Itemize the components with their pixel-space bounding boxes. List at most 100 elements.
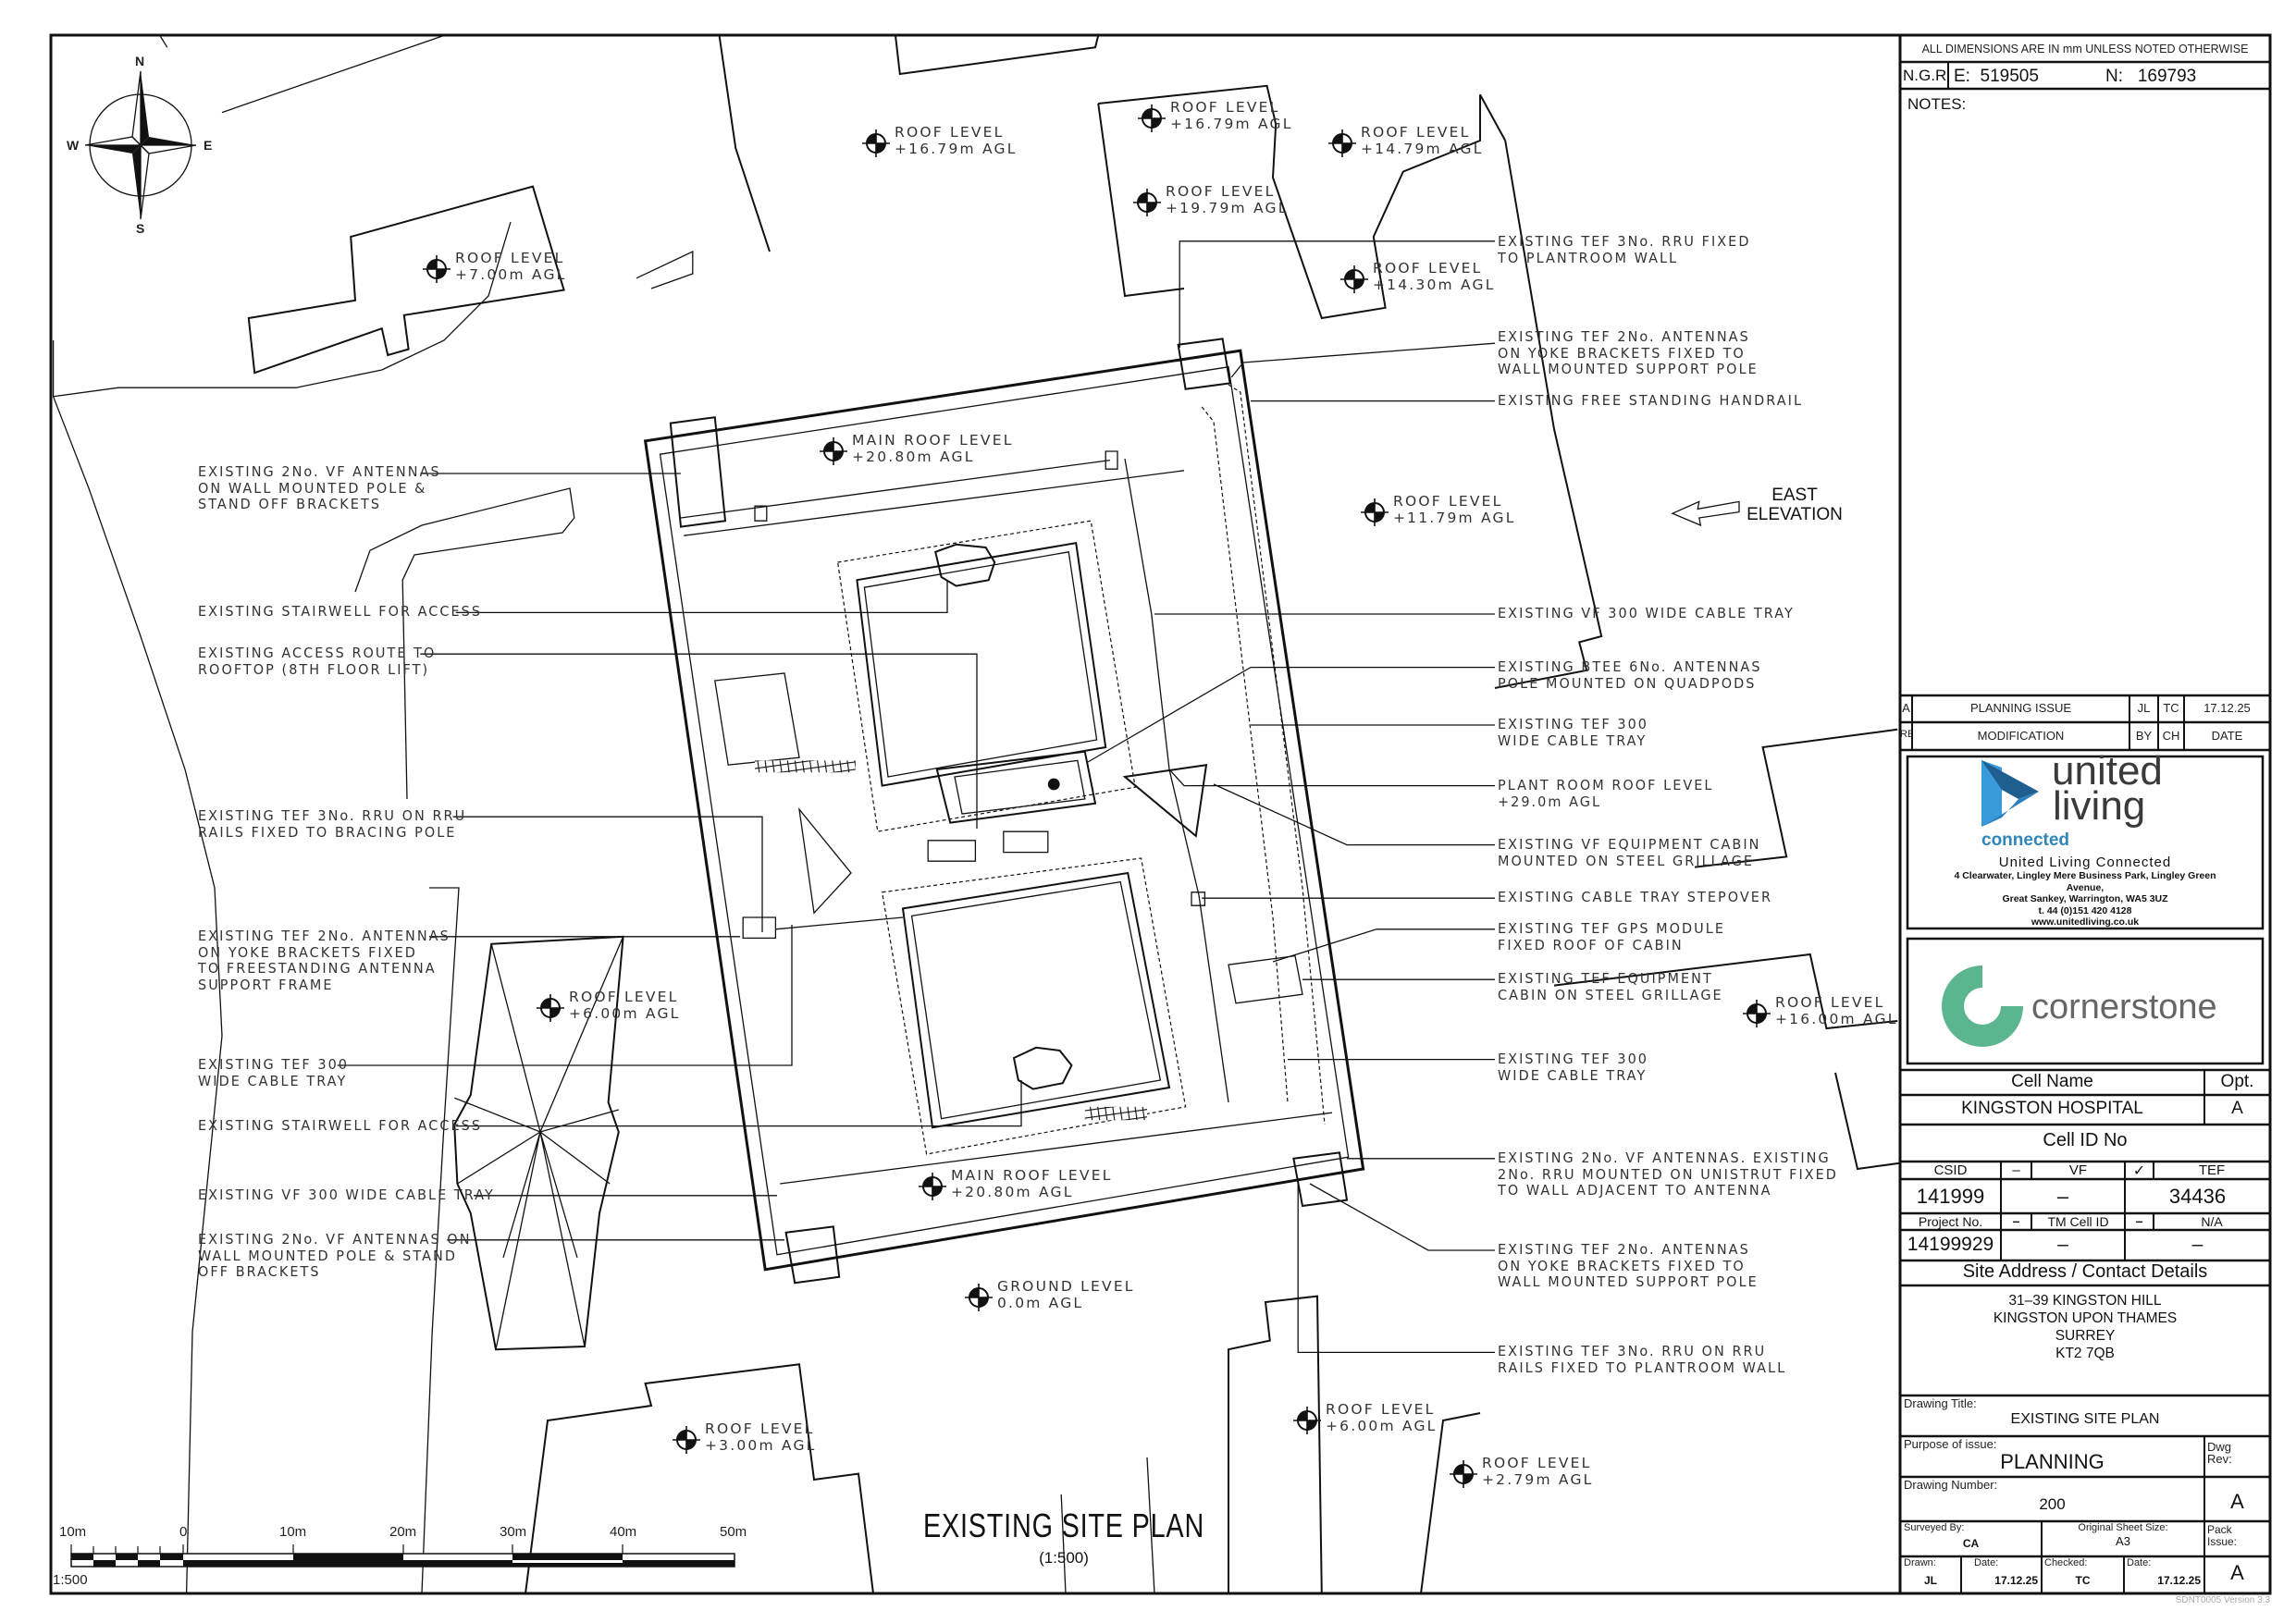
ngr-easting: E: 519505: [1954, 67, 2039, 86]
pack-issue-value: A: [2230, 1561, 2244, 1584]
drawing-number: 200: [2039, 1495, 2066, 1513]
level-label: ROOF LEVEL +14.79m AGL: [1361, 124, 1484, 157]
level-label: ROOF LEVEL +16.79m AGL: [895, 124, 1018, 157]
callout-right: EXISTING TEF 2No. ANTENNAS ON YOKE BRACK…: [1498, 328, 1759, 378]
na-value: –: [2191, 1234, 2203, 1255]
level-marker-icon: [1340, 265, 1368, 293]
tm-checkbox[interactable]: –: [2012, 1213, 2020, 1228]
scale-label: 10m: [279, 1524, 307, 1540]
level-marker-icon: [1743, 1000, 1771, 1027]
tef-label: TEF: [2198, 1162, 2226, 1178]
north-label: N: [135, 54, 145, 68]
courtyard: [903, 873, 1169, 1127]
site-address: 31–39 KINGSTON HILL KINGSTON UPON THAMES…: [1993, 1293, 2178, 1361]
level-marker-icon: [1293, 1407, 1321, 1434]
united-living-wordmark-2: living: [2053, 783, 2146, 829]
company-address: 4 Clearwater, Lingley Mere Business Park…: [1954, 870, 2216, 928]
drawn-date: 17.12.25: [1994, 1574, 2038, 1587]
vf-checkbox[interactable]: –: [2012, 1162, 2020, 1178]
scale-bar: [70, 1544, 735, 1568]
company-name: United Living Connected: [1998, 855, 2172, 870]
sheet-size: A3: [2116, 1534, 2130, 1548]
callout-right: EXISTING 2No. VF ANTENNAS. EXISTING 2No.…: [1498, 1150, 1838, 1199]
callout-right: EXISTING TEF 3No. RRU FIXED TO PLANTROOM…: [1498, 233, 1751, 266]
level-label: ROOF LEVEL +11.79m AGL: [1393, 493, 1516, 526]
ngr-label: N.G.R: [1903, 67, 1947, 84]
ch-header: CH: [2162, 729, 2180, 743]
surveyed-by: CA: [1962, 1537, 1980, 1550]
checked-date-label: Date:: [2127, 1557, 2152, 1568]
callout-left: EXISTING TEF 300 WIDE CABLE TRAY: [198, 1056, 350, 1089]
level-label: ROOF LEVEL +6.00m AGL: [1326, 1401, 1438, 1434]
level-marker-icon: [537, 994, 564, 1022]
level-label: MAIN ROOF LEVEL +20.80m AGL: [852, 432, 1014, 465]
dwg-rev-label: Dwg Rev:: [2207, 1440, 2232, 1466]
scale-ratio: 1:500: [53, 1572, 88, 1588]
scale-label: 10m: [59, 1524, 87, 1540]
level-marker-icon: [1361, 498, 1389, 526]
drawn-by: JL: [1923, 1574, 1937, 1587]
date-header: DATE: [2211, 729, 2243, 743]
revision-by: JL: [2137, 701, 2151, 715]
hip-roof-building: [454, 937, 623, 1349]
cell-id-label: Cell ID No: [2043, 1130, 2128, 1150]
drawn-label: Drawn:: [1904, 1557, 1936, 1568]
east-label: E: [204, 138, 213, 153]
level-marker-icon: [1133, 189, 1161, 216]
level-label: ROOF LEVEL +6.00m AGL: [569, 989, 681, 1022]
by-header: BY: [2135, 729, 2153, 743]
callout-left: EXISTING 2No. VF ANTENNAS ON WALL MOUNTE…: [198, 463, 441, 513]
drawn-date-label: Date:: [1974, 1557, 1999, 1568]
stairwell: [935, 545, 994, 586]
level-label: ROOF LEVEL +19.79m AGL: [1166, 183, 1289, 216]
scale-label: 50m: [720, 1524, 747, 1540]
dwg-rev-value: A: [2230, 1490, 2244, 1513]
drawing-title-value: EXISTING SITE PLAN: [2010, 1411, 2160, 1427]
purpose-value: PLANNING: [2000, 1450, 2105, 1473]
level-marker-icon: [673, 1426, 700, 1454]
level-label: GROUND LEVEL 0.0m AGL: [997, 1278, 1135, 1311]
callout-right: EXISTING TEF EQUIPMENT CABIN ON STEEL GR…: [1498, 970, 1723, 1003]
dimensions-note: ALL DIMENSIONS ARE IN mm UNLESS NOTED OT…: [1921, 43, 2249, 55]
drawing-number-label: Drawing Number:: [1904, 1478, 1998, 1492]
drawing-title: EXISTING SITE PLAN: [922, 1506, 1205, 1544]
scale-label: 30m: [500, 1524, 527, 1540]
united-living-wordmark: united: [2052, 748, 2163, 793]
callout-right: EXISTING TEF GPS MODULE FIXED ROOF OF CA…: [1498, 920, 1725, 953]
callout-right: EXISTING TEF 2No. ANTENNAS ON YOKE BRACK…: [1498, 1241, 1759, 1291]
callout-right: EXISTING BTEE 6No. ANTENNAS POLE MOUNTED…: [1498, 658, 1762, 692]
project-no-label: Project No.: [1918, 1214, 1983, 1229]
level-label: ROOF LEVEL +7.00m AGL: [455, 250, 567, 283]
ngr-northing: N: 169793: [2105, 67, 2197, 86]
purpose-label: Purpose of issue:: [1904, 1437, 1997, 1451]
csid-value: 141999: [1916, 1185, 1985, 1208]
scale-label: 40m: [610, 1524, 637, 1540]
level-marker-icon: [965, 1284, 993, 1311]
scale-label: 0: [179, 1524, 188, 1540]
main-building-outline: [646, 350, 1364, 1270]
equipment-cabin: [937, 752, 1095, 823]
callout-left: EXISTING TEF 3No. RRU ON RRU RAILS FIXED…: [198, 807, 467, 841]
cell-name: KINGSTON HOSPITAL: [1961, 1099, 2143, 1118]
title-block-grid: [1898, 33, 2272, 1595]
callout-right: EXISTING TEF 3No. RRU ON RRU RAILS FIXED…: [1498, 1343, 1787, 1376]
linework: [54, 35, 1901, 1593]
csid-label: CSID: [1933, 1162, 1968, 1178]
west-label: W: [67, 138, 80, 153]
level-marker-icon: [1328, 129, 1356, 157]
callout-left: EXISTING TEF 2No. ANTENNAS ON YOKE BRACK…: [198, 928, 451, 993]
tef-value: 34436: [2168, 1185, 2227, 1208]
quadpod: [1125, 765, 1206, 836]
project-no: 14199929: [1907, 1234, 1994, 1255]
callout-left: EXISTING STAIRWELL FOR ACCESS: [198, 603, 483, 620]
tm-value: –: [2057, 1234, 2068, 1255]
na-checkbox[interactable]: –: [2135, 1213, 2143, 1228]
sheet-size-label: Original Sheet Size:: [2078, 1522, 2168, 1533]
level-marker-icon: [1450, 1460, 1477, 1488]
callout-right: PLANT ROOM ROOF LEVEL +29.0m AGL: [1498, 777, 1714, 810]
callout-right: EXISTING VF EQUIPMENT CABIN MOUNTED ON S…: [1498, 836, 1761, 869]
tef-checkbox[interactable]: ✓: [2132, 1163, 2146, 1179]
cell-name-label: Cell Name: [2011, 1072, 2093, 1091]
level-label: ROOF LEVEL +16.79m AGL: [1170, 99, 1293, 132]
checked-label: Checked:: [2044, 1557, 2088, 1568]
